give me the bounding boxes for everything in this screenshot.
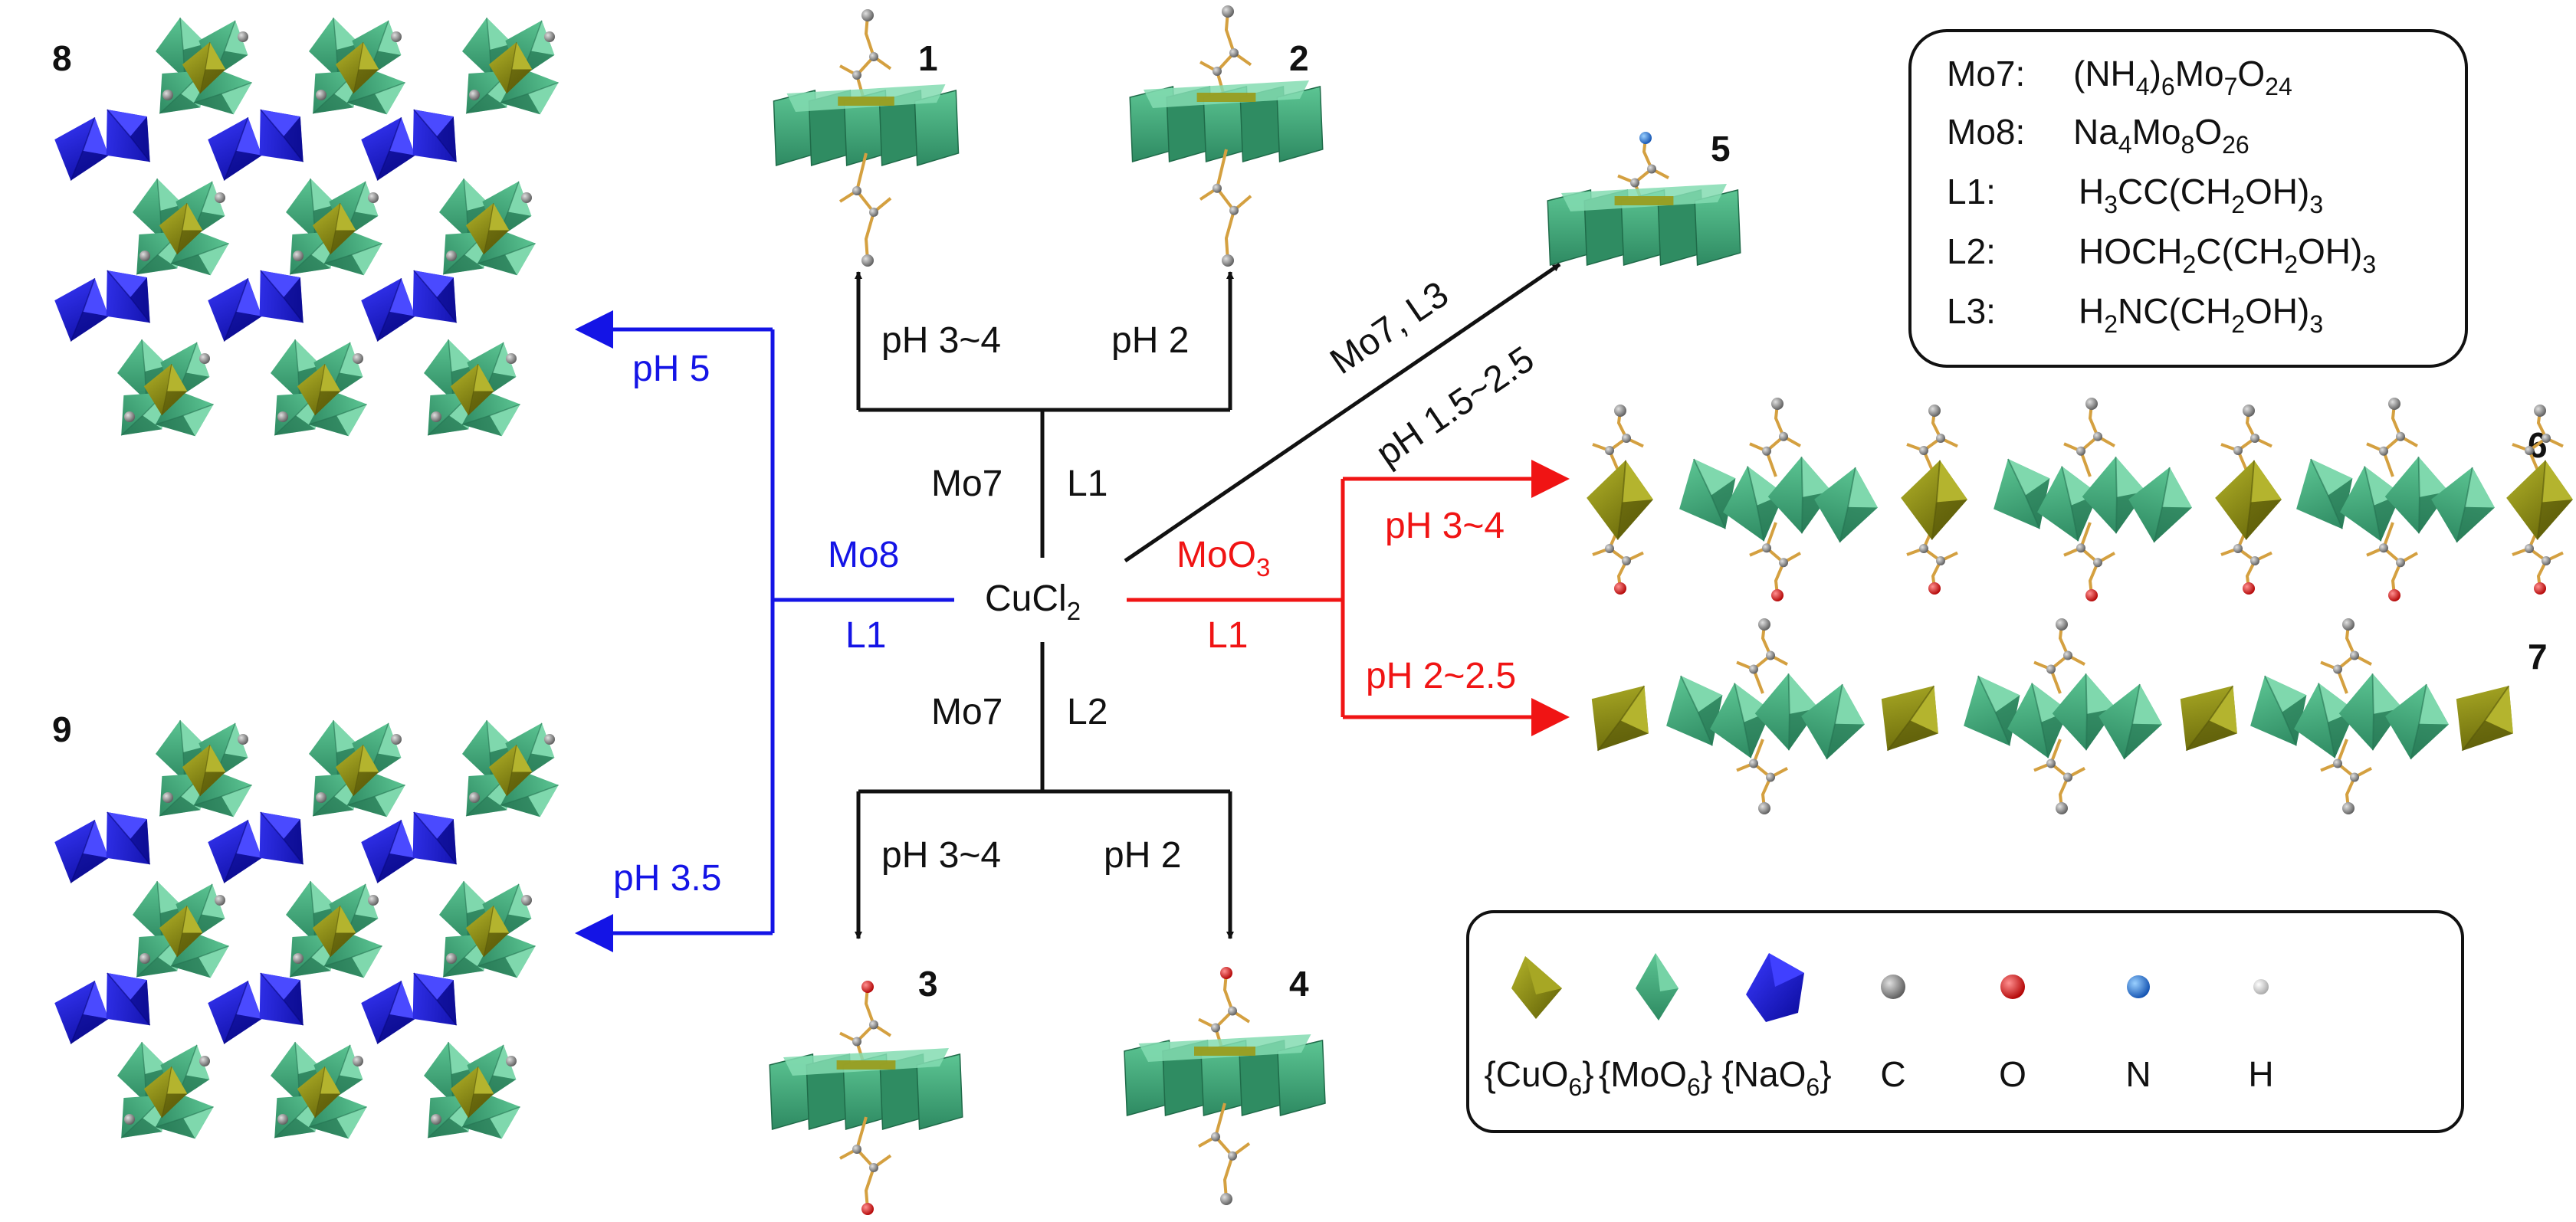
compound-7-structure — [1591, 618, 2513, 814]
ph-label-compound-7: pH 2~2.5 — [1366, 656, 1516, 696]
carbon-atom-icon — [1881, 975, 1905, 999]
oxygen-atom-icon — [2000, 975, 2025, 999]
compound-4-structure — [1124, 967, 1326, 1205]
reagent-legend-formula: Na4Mo8O26 — [2073, 112, 2249, 159]
reagent-legend-frame — [1908, 29, 2468, 368]
compound-number-4: 4 — [1289, 964, 1309, 1004]
polyhedra-legend-frame — [1466, 910, 2464, 1133]
polyhedra-legend: {CuO6}{MoO6}{NaO6} C O N H — [1466, 910, 2464, 1133]
compound-1-structure — [773, 9, 960, 267]
hydrogen-atom-icon — [2253, 979, 2269, 994]
nao6-octahedron-icon — [1746, 953, 1804, 1022]
compound-number-2: 2 — [1289, 38, 1309, 78]
mo7-l3-reagent: Mo7, L3 — [1323, 274, 1455, 383]
moo3-reagent: MoO3 — [1176, 535, 1270, 582]
ph-label-compound-5: pH 1.5~2.5 — [1369, 339, 1541, 474]
mo8-ligand: L1 — [845, 615, 886, 656]
polyhedra-legend-label: N — [2125, 1054, 2151, 1094]
ph-label-compound-1: pH 3~4 — [881, 320, 1001, 361]
ph-label-compound-3: pH 3~4 — [881, 835, 1001, 876]
reagent-legend-formula: HOCH2C(CH2OH)3 — [2079, 231, 2376, 278]
reagent-legend-row: L3: H2NC(CH2OH)3 — [1947, 291, 2323, 338]
compound-number-7: 7 — [2528, 637, 2548, 677]
ph-label-compound-2: pH 2 — [1111, 320, 1189, 361]
compound-5-structure — [1547, 132, 1741, 266]
ph-label-compound-8: pH 5 — [632, 349, 710, 389]
mo7-l1-reagent: Mo7 — [931, 464, 1003, 504]
reaction-arrows — [575, 262, 1570, 952]
polyhedra-legend-label: C — [1880, 1054, 1905, 1094]
ph-label-compound-4: pH 2 — [1104, 835, 1181, 876]
mo7-l2-reagent: Mo7 — [931, 692, 1003, 732]
compound-6-structure — [1587, 398, 2573, 601]
reagent-legend-key: Mo8: — [1947, 112, 2025, 152]
moo3-ligand: L1 — [1207, 615, 1248, 656]
compound-8-structure — [54, 17, 559, 437]
mo7-l1-ligand: L1 — [1067, 464, 1108, 504]
reagent-legend-formula: H2NC(CH2OH)3 — [2079, 291, 2323, 338]
reagent-legend-formula: (NH4)6Mo7O24 — [2073, 54, 2292, 100]
compound-number-8: 8 — [52, 38, 72, 78]
reagent-legend-key: L2: — [1947, 231, 1996, 271]
reagent-legend-row: L1: H3CC(CH2OH)3 — [1947, 172, 2323, 218]
reagent-legend-key: L1: — [1947, 172, 1996, 211]
reagent-legend-row: L2: HOCH2C(CH2OH)3 — [1947, 231, 2376, 278]
mo8-reagent: Mo8 — [828, 535, 899, 575]
compound-3-structure — [769, 981, 963, 1215]
polyhedra-legend-label: {MoO6} — [1599, 1054, 1712, 1101]
cuo6-octahedron-icon — [1511, 956, 1562, 1019]
reagent-legend-key: L3: — [1947, 291, 1996, 331]
compound-number-5: 5 — [1711, 129, 1731, 169]
compound-number-3: 3 — [918, 964, 938, 1004]
reagent-legend-row: Mo8: Na4Mo8O26 — [1947, 112, 2249, 159]
center-compound-label: CuCl2 — [985, 578, 1081, 625]
compound-9-structure — [54, 719, 559, 1139]
reagent-legend-formula: H3CC(CH2OH)3 — [2079, 172, 2323, 218]
crystal-structures — [54, 5, 2573, 1215]
ph-label-compound-6: pH 3~4 — [1385, 506, 1505, 546]
polyhedra-legend-label: {NaO6} — [1721, 1054, 1831, 1101]
nitrogen-atom-icon — [2127, 975, 2150, 998]
polyhedra-legend-label: {CuO6} — [1484, 1054, 1593, 1101]
mo7-l2-ligand: L2 — [1067, 692, 1108, 732]
reagent-legend-row: Mo7: (NH4)6Mo7O24 — [1947, 54, 2292, 100]
ph-label-compound-9: pH 3.5 — [613, 858, 721, 899]
polyhedra-legend-label: H — [2248, 1054, 2273, 1094]
reagent-legend-key: Mo7: — [1947, 54, 2025, 93]
compound-number-9: 9 — [52, 709, 72, 749]
moo6-octahedron-icon — [1636, 953, 1679, 1021]
compound-2-structure — [1129, 5, 1324, 267]
compound-number-1: 1 — [918, 38, 938, 78]
arrow-to-compound-5 — [1124, 262, 1561, 563]
polyhedra-legend-label: O — [1999, 1054, 2026, 1094]
